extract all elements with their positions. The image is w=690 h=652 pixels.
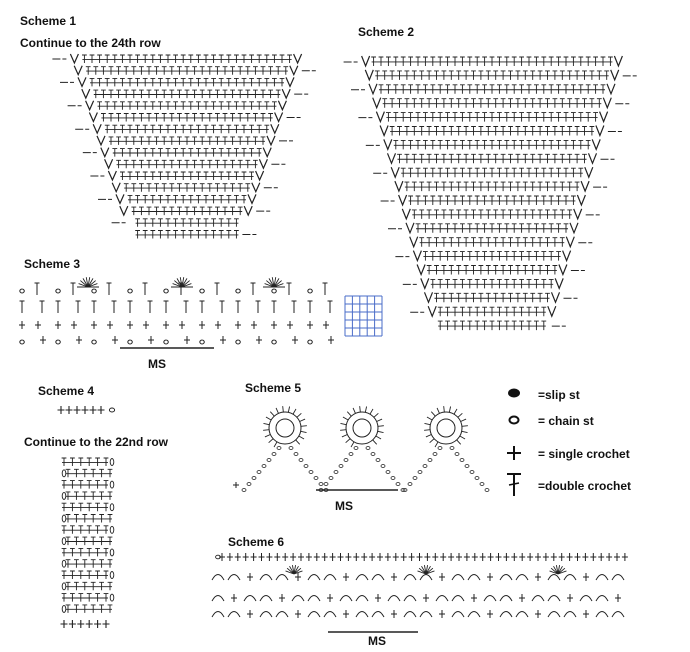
scheme2-diagram [343, 55, 637, 331]
scheme2-title: Scheme 2 [358, 25, 415, 39]
scheme1-note: Continue to the 24th row [20, 36, 161, 50]
scheme6-ms: MS [368, 634, 386, 648]
scheme4-title: Scheme 4 [38, 384, 95, 398]
single-crochet-icon [507, 446, 521, 460]
scheme1-diagram [52, 53, 316, 239]
scheme1-title: Scheme 1 [20, 14, 77, 28]
scheme3-title: Scheme 3 [24, 257, 81, 271]
slip-st-icon [508, 388, 520, 398]
scheme3-diagram [19, 277, 383, 345]
legend-slip-label: =slip st [538, 388, 580, 402]
scheme5-title: Scheme 5 [245, 381, 302, 395]
scheme6-diagram [211, 553, 628, 618]
scheme6-title: Scheme 6 [228, 535, 285, 549]
legend-single-label: = single crochet [538, 447, 630, 461]
scheme4-note: Continue to the 22nd row [24, 435, 168, 449]
scheme5-ms: MS [335, 499, 353, 513]
scheme4-diagram [57, 406, 116, 628]
legend-double-label: =double crochet [538, 479, 632, 493]
chain-st-icon [508, 415, 520, 425]
scheme5-diagram [233, 406, 490, 492]
legend-chain-label: = chain st [538, 414, 594, 428]
scheme3-ms: MS [148, 357, 166, 371]
double-crochet-icon [507, 473, 521, 496]
